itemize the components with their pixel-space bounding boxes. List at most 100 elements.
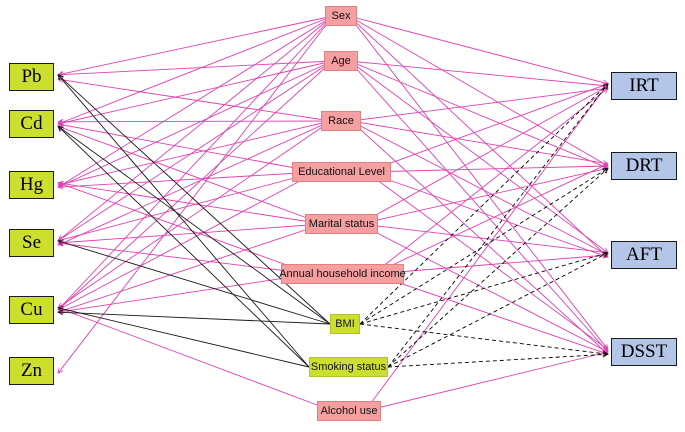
edge-marital-to-aft <box>359 223 608 253</box>
covariate-label: Sex <box>331 10 351 22</box>
edge-age-to-se <box>58 60 333 241</box>
covariate-node-annual-household-income: Annual household income <box>279 264 406 284</box>
edge-age-to-aft <box>349 60 609 253</box>
edge-edu-to-hg <box>58 171 317 187</box>
metal-label: Zn <box>20 360 43 381</box>
edge-sex-to-irt <box>348 15 608 84</box>
edge-income-to-hg <box>58 183 312 275</box>
edge-bmi-to-se <box>58 241 331 325</box>
metal-label: Cu <box>20 299 43 320</box>
edge-bmi-to-cu <box>58 312 331 325</box>
outcome-node-drt: DRT <box>611 152 677 180</box>
edge-sex-to-se <box>58 15 334 241</box>
edge-sex-to-cd <box>58 15 334 124</box>
mediator-node-smoking-status: Smoking status <box>309 357 388 377</box>
covariate-label: Race <box>328 115 354 127</box>
edge-edu-to-dsst <box>365 171 608 350</box>
edge-race-to-pb <box>58 79 332 122</box>
edge-bmi-to-drt <box>359 168 608 325</box>
metal-label: Hg <box>19 174 44 195</box>
edge-income-to-drt <box>373 164 608 275</box>
edge-bmi-to-cd <box>58 126 331 325</box>
edge-edu-to-cu <box>58 171 317 310</box>
metal-node-pb: Pb <box>9 63 54 91</box>
edge-marital-to-se <box>58 223 324 243</box>
metal-label: Pb <box>21 66 42 87</box>
outcome-node-dsst: DSST <box>611 338 677 366</box>
metal-node-cu: Cu <box>9 296 54 324</box>
edge-alcohol-to-cu <box>58 308 334 412</box>
covariate-label: Annual household income <box>279 268 406 280</box>
edge-marital-to-cd <box>58 126 324 225</box>
edge-sex-to-pb <box>58 15 334 75</box>
edge-race-to-hg <box>58 120 332 185</box>
edge-sex-to-hg <box>58 15 334 187</box>
mediator-node-bmi: BMI <box>330 314 360 334</box>
metal-node-se: Se <box>9 229 54 257</box>
mediator-label: BMI <box>335 318 355 330</box>
outcome-label: DSST <box>620 341 668 362</box>
edge-layer <box>58 15 609 412</box>
covariate-label: Age <box>331 55 351 67</box>
edge-age-to-dsst <box>349 60 609 352</box>
edge-race-to-irt <box>350 88 608 122</box>
edge-smoking-to-cu <box>58 308 310 368</box>
covariate-node-marital-status: Marital status <box>305 214 378 234</box>
outcome-label: DRT <box>625 155 663 176</box>
metal-label: Cd <box>20 113 43 134</box>
edge-age-to-irt <box>349 60 609 86</box>
covariate-node-age: Age <box>324 51 358 71</box>
metal-label: Se <box>22 232 41 253</box>
edge-race-to-drt <box>350 120 608 164</box>
outcome-label: AFT <box>626 244 662 265</box>
edge-marital-to-drt <box>359 168 608 225</box>
edge-sex-to-cu <box>58 15 334 310</box>
edge-smoking-to-cd <box>58 126 310 368</box>
edge-race-to-se <box>58 120 332 245</box>
edge-smoking-to-pb <box>58 75 310 368</box>
edge-age-to-pb <box>58 60 333 75</box>
covariate-label: Alcohol use <box>320 405 378 417</box>
metal-node-cd: Cd <box>9 110 54 138</box>
edge-smoking-to-dsst <box>387 354 608 368</box>
covariate-node-race: Race <box>321 111 361 131</box>
edge-sex-to-drt <box>348 15 608 166</box>
edge-marital-to-irt <box>359 86 608 225</box>
edge-race-to-aft <box>350 120 608 256</box>
edge-bmi-to-pb <box>58 75 331 325</box>
covariate-label: Marital status <box>308 218 375 230</box>
covariate-node-educational-level: Educational Level <box>292 162 391 182</box>
edge-income-to-irt <box>372 88 608 275</box>
outcome-node-irt: IRT <box>611 72 677 100</box>
edge-age-to-drt <box>349 60 609 168</box>
edge-alcohol-to-irt <box>364 84 608 412</box>
edge-bmi-to-aft <box>359 253 608 325</box>
edge-age-to-hg <box>58 60 333 187</box>
mediator-label: Smoking status <box>310 361 387 373</box>
outcome-node-aft: AFT <box>611 241 677 269</box>
edge-edu-to-irt <box>366 84 608 173</box>
edge-sex-to-dsst <box>348 15 608 350</box>
edge-age-to-cu <box>58 60 333 310</box>
edge-edu-to-cd <box>58 124 317 173</box>
edge-edu-to-se <box>58 171 317 241</box>
edge-race-to-cd <box>58 121 332 122</box>
covariate-node-alcohol-use: Alcohol use <box>317 401 381 421</box>
metal-node-zn: Zn <box>9 357 54 385</box>
covariate-label: Educational Level <box>298 166 385 178</box>
edge-sex-to-aft <box>348 15 608 257</box>
edge-income-to-aft <box>373 255 608 275</box>
outcome-label: IRT <box>629 75 659 96</box>
edge-edu-to-drt <box>366 166 608 173</box>
covariate-node-sex: Sex <box>325 6 357 26</box>
edge-smoking-to-irt <box>387 84 608 368</box>
edge-alcohol-to-dsst <box>364 352 608 412</box>
edge-smoking-to-drt <box>387 168 608 368</box>
edge-sex-to-zn <box>58 15 334 373</box>
edge-age-to-cd <box>58 60 333 124</box>
edge-marital-to-cu <box>58 223 324 312</box>
metal-node-hg: Hg <box>9 171 54 199</box>
edge-race-to-cu <box>58 120 332 308</box>
edge-bmi-to-dsst <box>359 323 608 354</box>
